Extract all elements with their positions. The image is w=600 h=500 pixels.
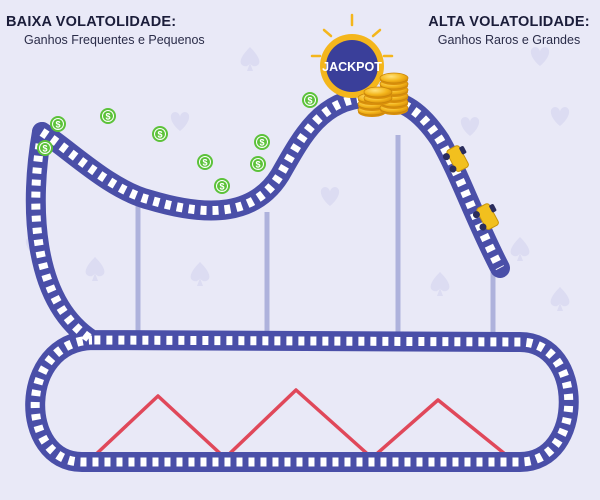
track-ties [39, 93, 504, 271]
track-ties [30, 131, 574, 467]
card-suit-icon [460, 117, 480, 136]
card-suit-icon [510, 237, 530, 261]
svg-text:$: $ [255, 160, 260, 170]
card-suit-icon [240, 47, 260, 71]
svg-text:$: $ [157, 130, 162, 140]
svg-text:$: $ [55, 120, 60, 130]
svg-text:$: $ [307, 96, 312, 106]
high-volatility-subtitle: Ganhos Raros e Grandes [437, 33, 581, 47]
dollar-coin-icon: $ [197, 154, 213, 170]
low-volatility-title: BAIXA VOLATOLIDADE: [6, 14, 177, 30]
svg-text:$: $ [259, 138, 264, 148]
card-suit-icon [550, 287, 570, 311]
track-supports [135, 135, 496, 335]
coaster-carts [442, 145, 499, 231]
jackpot-badge: JACKPOT [310, 13, 409, 117]
card-suit-icon [430, 272, 450, 296]
coins-group: $ $ $ $ $ $ $ $ $ [37, 92, 318, 194]
low-volatility-caption: BAIXA VOLATOLIDADE: Ganhos Frequentes e … [6, 14, 216, 47]
card-suit-icon [85, 257, 105, 281]
gold-coin-stacks [357, 72, 409, 117]
card-suit-icon [190, 262, 210, 286]
coaster-cart-icon [442, 145, 469, 173]
sparkle-icon [310, 13, 394, 58]
svg-text:$: $ [42, 144, 47, 154]
low-volatility-subtitle: Ganhos Frequentes e Pequenos [24, 33, 205, 47]
dollar-coin-icon: $ [50, 116, 66, 132]
high-volatility-caption: ALTA VOLATOLIDADE: Ganhos Raros e Grande… [424, 14, 594, 47]
jackpot-label: JACKPOT [322, 60, 382, 74]
dollar-coin-icon: $ [37, 140, 53, 156]
dollar-coin-icon: $ [302, 92, 318, 108]
coaster-cart-icon [472, 203, 499, 231]
dollar-coin-icon: $ [152, 126, 168, 142]
dollar-coin-icon: $ [254, 134, 270, 150]
volatility-zigzag-line [90, 388, 512, 460]
roller-coaster-track [25, 87, 579, 472]
card-suit-icon [530, 47, 550, 66]
card-suit-icon [550, 107, 570, 126]
high-volatility-title: ALTA VOLATOLIDADE: [428, 14, 590, 30]
dollar-coin-icon: $ [214, 178, 230, 194]
svg-text:$: $ [105, 112, 110, 122]
dollar-coin-icon: $ [100, 108, 116, 124]
card-suit-icon [170, 112, 190, 131]
card-suit-icon [320, 187, 340, 206]
svg-text:$: $ [202, 158, 207, 168]
svg-text:$: $ [219, 182, 224, 192]
dollar-coin-icon: $ [250, 156, 266, 172]
